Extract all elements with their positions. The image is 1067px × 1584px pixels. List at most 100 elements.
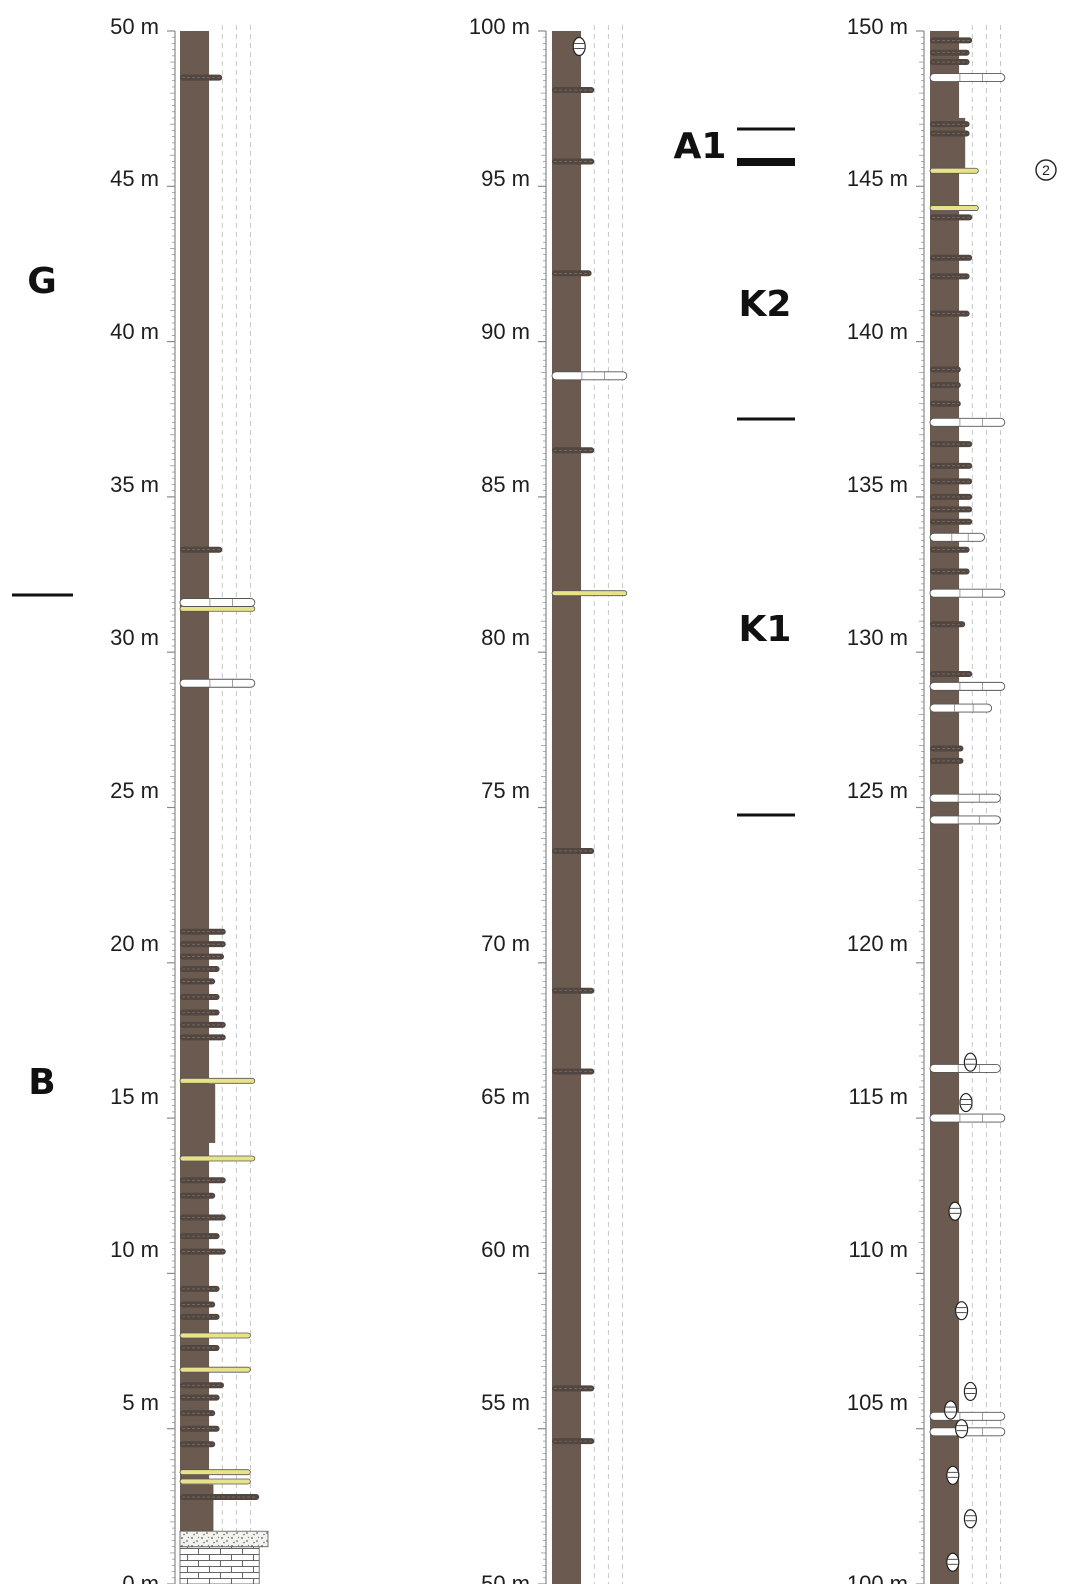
mudstone-stringer-bed bbox=[930, 478, 973, 485]
fossil-symbol-icon bbox=[572, 36, 586, 57]
mudstone-stringer-bed bbox=[552, 1385, 595, 1392]
fossil-symbol-icon bbox=[963, 1509, 978, 1529]
mudstone-stringer-bed bbox=[552, 158, 595, 165]
depth-label: 105 m bbox=[847, 1390, 908, 1415]
unit-label-b: B bbox=[28, 1062, 55, 1103]
sandstone-stringer-bed bbox=[179, 1332, 251, 1339]
fossil-body bbox=[954, 1419, 969, 1439]
mudstone-stringer-bed bbox=[552, 1068, 595, 1075]
sandstone-stringer-bed bbox=[179, 1469, 251, 1476]
mudstone-stringer-bed bbox=[552, 847, 595, 854]
depth-label: 50 m bbox=[110, 14, 159, 39]
mudstone-stringer-bed bbox=[552, 447, 595, 454]
bed-mudstone bbox=[930, 31, 960, 1584]
mudstone-stringer-bed bbox=[552, 987, 595, 994]
fossil-symbol-icon bbox=[948, 1201, 962, 1221]
depth-label: 10 m bbox=[110, 1237, 159, 1262]
depth-label: 5 m bbox=[122, 1390, 159, 1415]
white-nodule-bed bbox=[179, 678, 256, 688]
fossil-body bbox=[946, 1552, 960, 1572]
mudstone-stringer-bed bbox=[930, 745, 964, 752]
fossil-symbol-icon bbox=[946, 1552, 960, 1572]
fossil-symbol-icon bbox=[963, 1381, 978, 1402]
depth-label: 60 m bbox=[481, 1237, 530, 1262]
white-nodule-bed bbox=[551, 371, 628, 381]
fossil-symbol-icon bbox=[959, 1092, 973, 1113]
mudstone-stringer-bed bbox=[930, 493, 973, 500]
depth-label: 130 m bbox=[847, 625, 908, 650]
mudstone-stringer-bed bbox=[930, 366, 961, 373]
depth-label: 30 m bbox=[110, 625, 159, 650]
bed-limestone bbox=[179, 1546, 260, 1584]
depth-label: 120 m bbox=[847, 931, 908, 956]
depth-label: 70 m bbox=[481, 931, 530, 956]
mudstone-stringer-bed bbox=[930, 462, 973, 469]
circled-marker-number: 2 bbox=[1042, 162, 1050, 178]
sandstone-stringer-bed bbox=[179, 1478, 251, 1485]
sandstone-stringer-bed bbox=[179, 605, 256, 612]
sandstone-stringer-bed bbox=[929, 167, 979, 174]
depth-label: 0 m bbox=[122, 1571, 159, 1584]
depth-label: 145 m bbox=[847, 166, 908, 191]
log-col-1: 0 m5 m10 m15 m20 m25 m30 m35 m40 m45 m50… bbox=[110, 14, 269, 1584]
circled-marker-ring bbox=[1035, 159, 1057, 181]
mudstone-stringer-bed bbox=[930, 518, 973, 525]
fossil-symbol-icon bbox=[963, 1052, 978, 1072]
mudstone-stringer-bed bbox=[930, 214, 973, 221]
white-nodule-bed bbox=[929, 793, 1001, 803]
depth-label: 45 m bbox=[110, 166, 159, 191]
fossil-symbol-icon bbox=[943, 1400, 958, 1420]
bed-mudstone bbox=[180, 1083, 216, 1143]
white-nodule-bed bbox=[929, 815, 1001, 825]
depth-label: 75 m bbox=[481, 778, 530, 803]
mudstone-stringer-bed bbox=[552, 1438, 595, 1445]
depth-label: 40 m bbox=[110, 319, 159, 344]
mudstone-stringer-bed bbox=[930, 382, 961, 389]
fossil-body bbox=[572, 36, 586, 57]
depth-label: 140 m bbox=[847, 319, 908, 344]
depth-label: 55 m bbox=[481, 1390, 530, 1415]
depth-label: 100 m bbox=[469, 14, 530, 39]
sandstone-stringer-bed bbox=[929, 205, 979, 211]
white-nodule-bed bbox=[929, 1113, 1006, 1123]
depth-label: 80 m bbox=[481, 625, 530, 650]
mudstone-stringer-bed bbox=[930, 506, 973, 513]
white-nodule-bed bbox=[929, 588, 1006, 598]
bed-gravel bbox=[179, 1530, 269, 1548]
white-nodule-bed bbox=[929, 73, 1006, 83]
white-nodule-bed bbox=[929, 417, 1006, 427]
mudstone-stringer-bed bbox=[930, 441, 973, 448]
white-nodule-bed bbox=[179, 598, 256, 607]
depth-label: 125 m bbox=[847, 778, 908, 803]
depth-label: 65 m bbox=[481, 1084, 530, 1109]
mudstone-stringer-bed bbox=[552, 87, 595, 94]
bed-mudstone bbox=[180, 1083, 210, 1485]
sandstone-stringer-bed bbox=[179, 1366, 251, 1373]
depth-label: 135 m bbox=[847, 472, 908, 497]
mudstone-stringer-bed bbox=[930, 757, 964, 764]
log-col-2: 50 m55 m60 m65 m70 m75 m80 m85 m90 m95 m… bbox=[469, 14, 628, 1584]
bed-mudstone bbox=[180, 31, 210, 1084]
depth-label: 85 m bbox=[481, 472, 530, 497]
fossil-body bbox=[946, 1465, 960, 1485]
bed-mudstone bbox=[552, 31, 582, 1584]
fossil-body bbox=[963, 1052, 978, 1072]
mudstone-stringer-bed bbox=[930, 254, 973, 261]
depth-label: 110 m bbox=[848, 1237, 908, 1262]
fossil-body bbox=[954, 1301, 969, 1321]
depth-label: 90 m bbox=[481, 319, 530, 344]
white-nodule-bed bbox=[929, 1411, 1006, 1421]
white-nodule-bed bbox=[929, 532, 986, 542]
fossil-body bbox=[963, 1509, 978, 1529]
white-nodule-bed bbox=[929, 703, 993, 713]
depth-label: 95 m bbox=[481, 166, 530, 191]
depth-label: 35 m bbox=[110, 472, 159, 497]
fossil-body bbox=[948, 1201, 962, 1221]
unit-label-k1: K1 bbox=[739, 609, 792, 650]
depth-label: 100 m bbox=[847, 1571, 908, 1584]
fossil-symbol-icon bbox=[946, 1465, 960, 1485]
mudstone-stringer-bed bbox=[930, 37, 973, 44]
unit-label-k2: K2 bbox=[739, 284, 792, 325]
fossil-body bbox=[943, 1400, 958, 1420]
